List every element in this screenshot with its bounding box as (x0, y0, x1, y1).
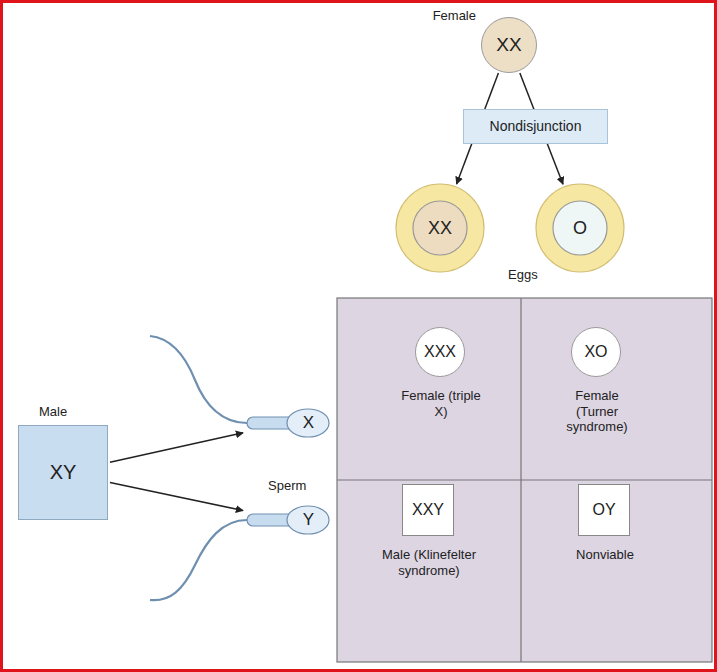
phenotype-label: Male (Klinefelter syndrome) (369, 547, 489, 578)
offspring-square: XXYMale (Klinefelter syndrome) (402, 484, 454, 536)
genotype: XXY (412, 501, 444, 519)
grid-divider (337, 479, 712, 480)
genotype: XX (496, 34, 521, 56)
sperm-tail (150, 336, 247, 423)
genotype: X (287, 408, 330, 438)
offspring-circle: XOFemale (Turner syndrome) (571, 327, 621, 377)
genotype: XO (584, 343, 607, 361)
sperm-outline (245, 408, 330, 438)
group-label: Eggs (508, 267, 538, 283)
sperm-cell: X (245, 408, 330, 438)
process-box: Nondisjunction (463, 109, 608, 144)
egg-cell: O (535, 183, 625, 273)
sperm-outline (245, 505, 330, 535)
phenotype-label: Female (triple X) (399, 388, 483, 419)
parent-label: Female (433, 8, 476, 24)
egg-cell: XX (395, 183, 485, 273)
sperm-cell: Y (245, 505, 330, 535)
offspring-circle: XXXFemale (triple X) (415, 327, 465, 377)
genotype: Y (287, 505, 330, 535)
genotype: O (573, 218, 587, 239)
arrow-connector (110, 482, 243, 510)
phenotype-label: Female (Turner syndrome) (555, 388, 639, 435)
parent-circle: FemaleXX (481, 17, 537, 73)
group-label: Sperm (268, 478, 306, 494)
offspring-square: OYNonviable (578, 484, 630, 536)
arrow-connector (110, 433, 243, 462)
parent-box: MaleXY (18, 425, 108, 520)
phenotype-label: Nonviable (545, 547, 665, 563)
punnett-grid (337, 298, 712, 662)
process-label: Nondisjunction (490, 118, 582, 134)
genotype: OY (592, 501, 615, 519)
genotype: XXX (424, 343, 456, 361)
genotype: XY (50, 461, 77, 484)
sperm-tail (150, 520, 247, 600)
parent-label: Male (39, 404, 67, 420)
genotype: XX (428, 218, 452, 239)
